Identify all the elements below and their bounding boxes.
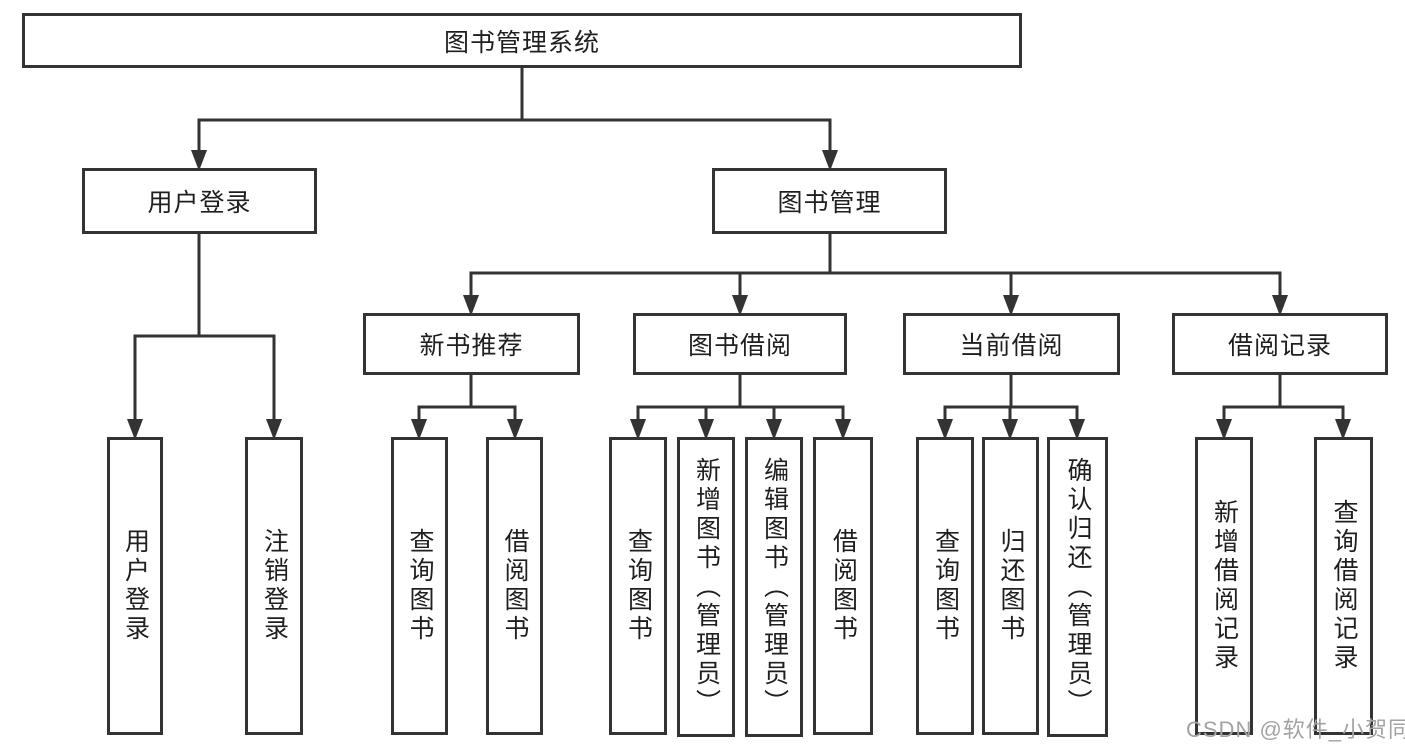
leaf-label: 查询图书 bbox=[406, 528, 434, 644]
node-book-borrow: 图书借阅 bbox=[633, 313, 847, 375]
leaf-label: 确认归还（管理员） bbox=[1064, 456, 1092, 718]
node-book-management: 图书管理 bbox=[712, 168, 947, 234]
leaf-add-book-admin: 新增图书（管理员） bbox=[677, 437, 735, 737]
leaf-label: 借阅图书 bbox=[501, 528, 529, 644]
leaf-add-borrow-record: 新增借阅记录 bbox=[1195, 437, 1253, 735]
leaf-label: 查询图书 bbox=[931, 528, 960, 644]
leaf-label: 查询借阅记录 bbox=[1330, 499, 1358, 673]
csdn-watermark: CSDN @软件_小贺同学 bbox=[1186, 717, 1405, 742]
node-label: 用户登录 bbox=[147, 189, 252, 217]
node-current-borrow: 当前借阅 bbox=[903, 313, 1120, 375]
leaf-label: 编辑图书（管理员） bbox=[760, 456, 789, 718]
node-label: 图书管理系统 bbox=[443, 28, 600, 57]
node-label: 借阅记录 bbox=[1227, 332, 1332, 360]
leaf-label: 归还图书 bbox=[997, 528, 1025, 644]
leaf-confirm-return-admin: 确认归还（管理员） bbox=[1047, 437, 1108, 737]
node-label: 图书借阅 bbox=[687, 332, 792, 360]
node-borrow-records: 借阅记录 bbox=[1172, 313, 1388, 375]
leaf-label: 用户登录 bbox=[121, 528, 150, 644]
leaf-label: 查询图书 bbox=[624, 528, 653, 644]
leaf-return-book: 归还图书 bbox=[982, 437, 1039, 735]
leaf-label: 借阅图书 bbox=[829, 528, 858, 644]
node-library-management-system: 图书管理系统 bbox=[22, 13, 1022, 68]
node-new-book-recommend: 新书推荐 bbox=[363, 313, 580, 375]
node-label: 图书管理 bbox=[777, 189, 882, 217]
node-user-login: 用户登录 bbox=[82, 168, 317, 234]
leaf-query-book: 查询图书 bbox=[916, 437, 974, 735]
leaf-query-borrow-record: 查询借阅记录 bbox=[1314, 437, 1373, 735]
leaf-user-login: 用户登录 bbox=[107, 437, 163, 735]
leaf-borrow-book: 借阅图书 bbox=[813, 437, 873, 735]
leaf-query-book: 查询图书 bbox=[609, 437, 667, 735]
leaf-label: 注销登录 bbox=[260, 528, 289, 644]
leaf-edit-book-admin: 编辑图书（管理员） bbox=[745, 437, 803, 737]
leaf-label: 新增借阅记录 bbox=[1210, 499, 1239, 673]
node-label: 当前借阅 bbox=[959, 332, 1064, 360]
leaf-borrow-book: 借阅图书 bbox=[486, 437, 543, 735]
node-label: 新书推荐 bbox=[419, 332, 524, 360]
leaf-label: 新增图书（管理员） bbox=[692, 456, 721, 718]
leaf-query-book: 查询图书 bbox=[391, 437, 448, 735]
leaf-logout: 注销登录 bbox=[245, 437, 303, 735]
